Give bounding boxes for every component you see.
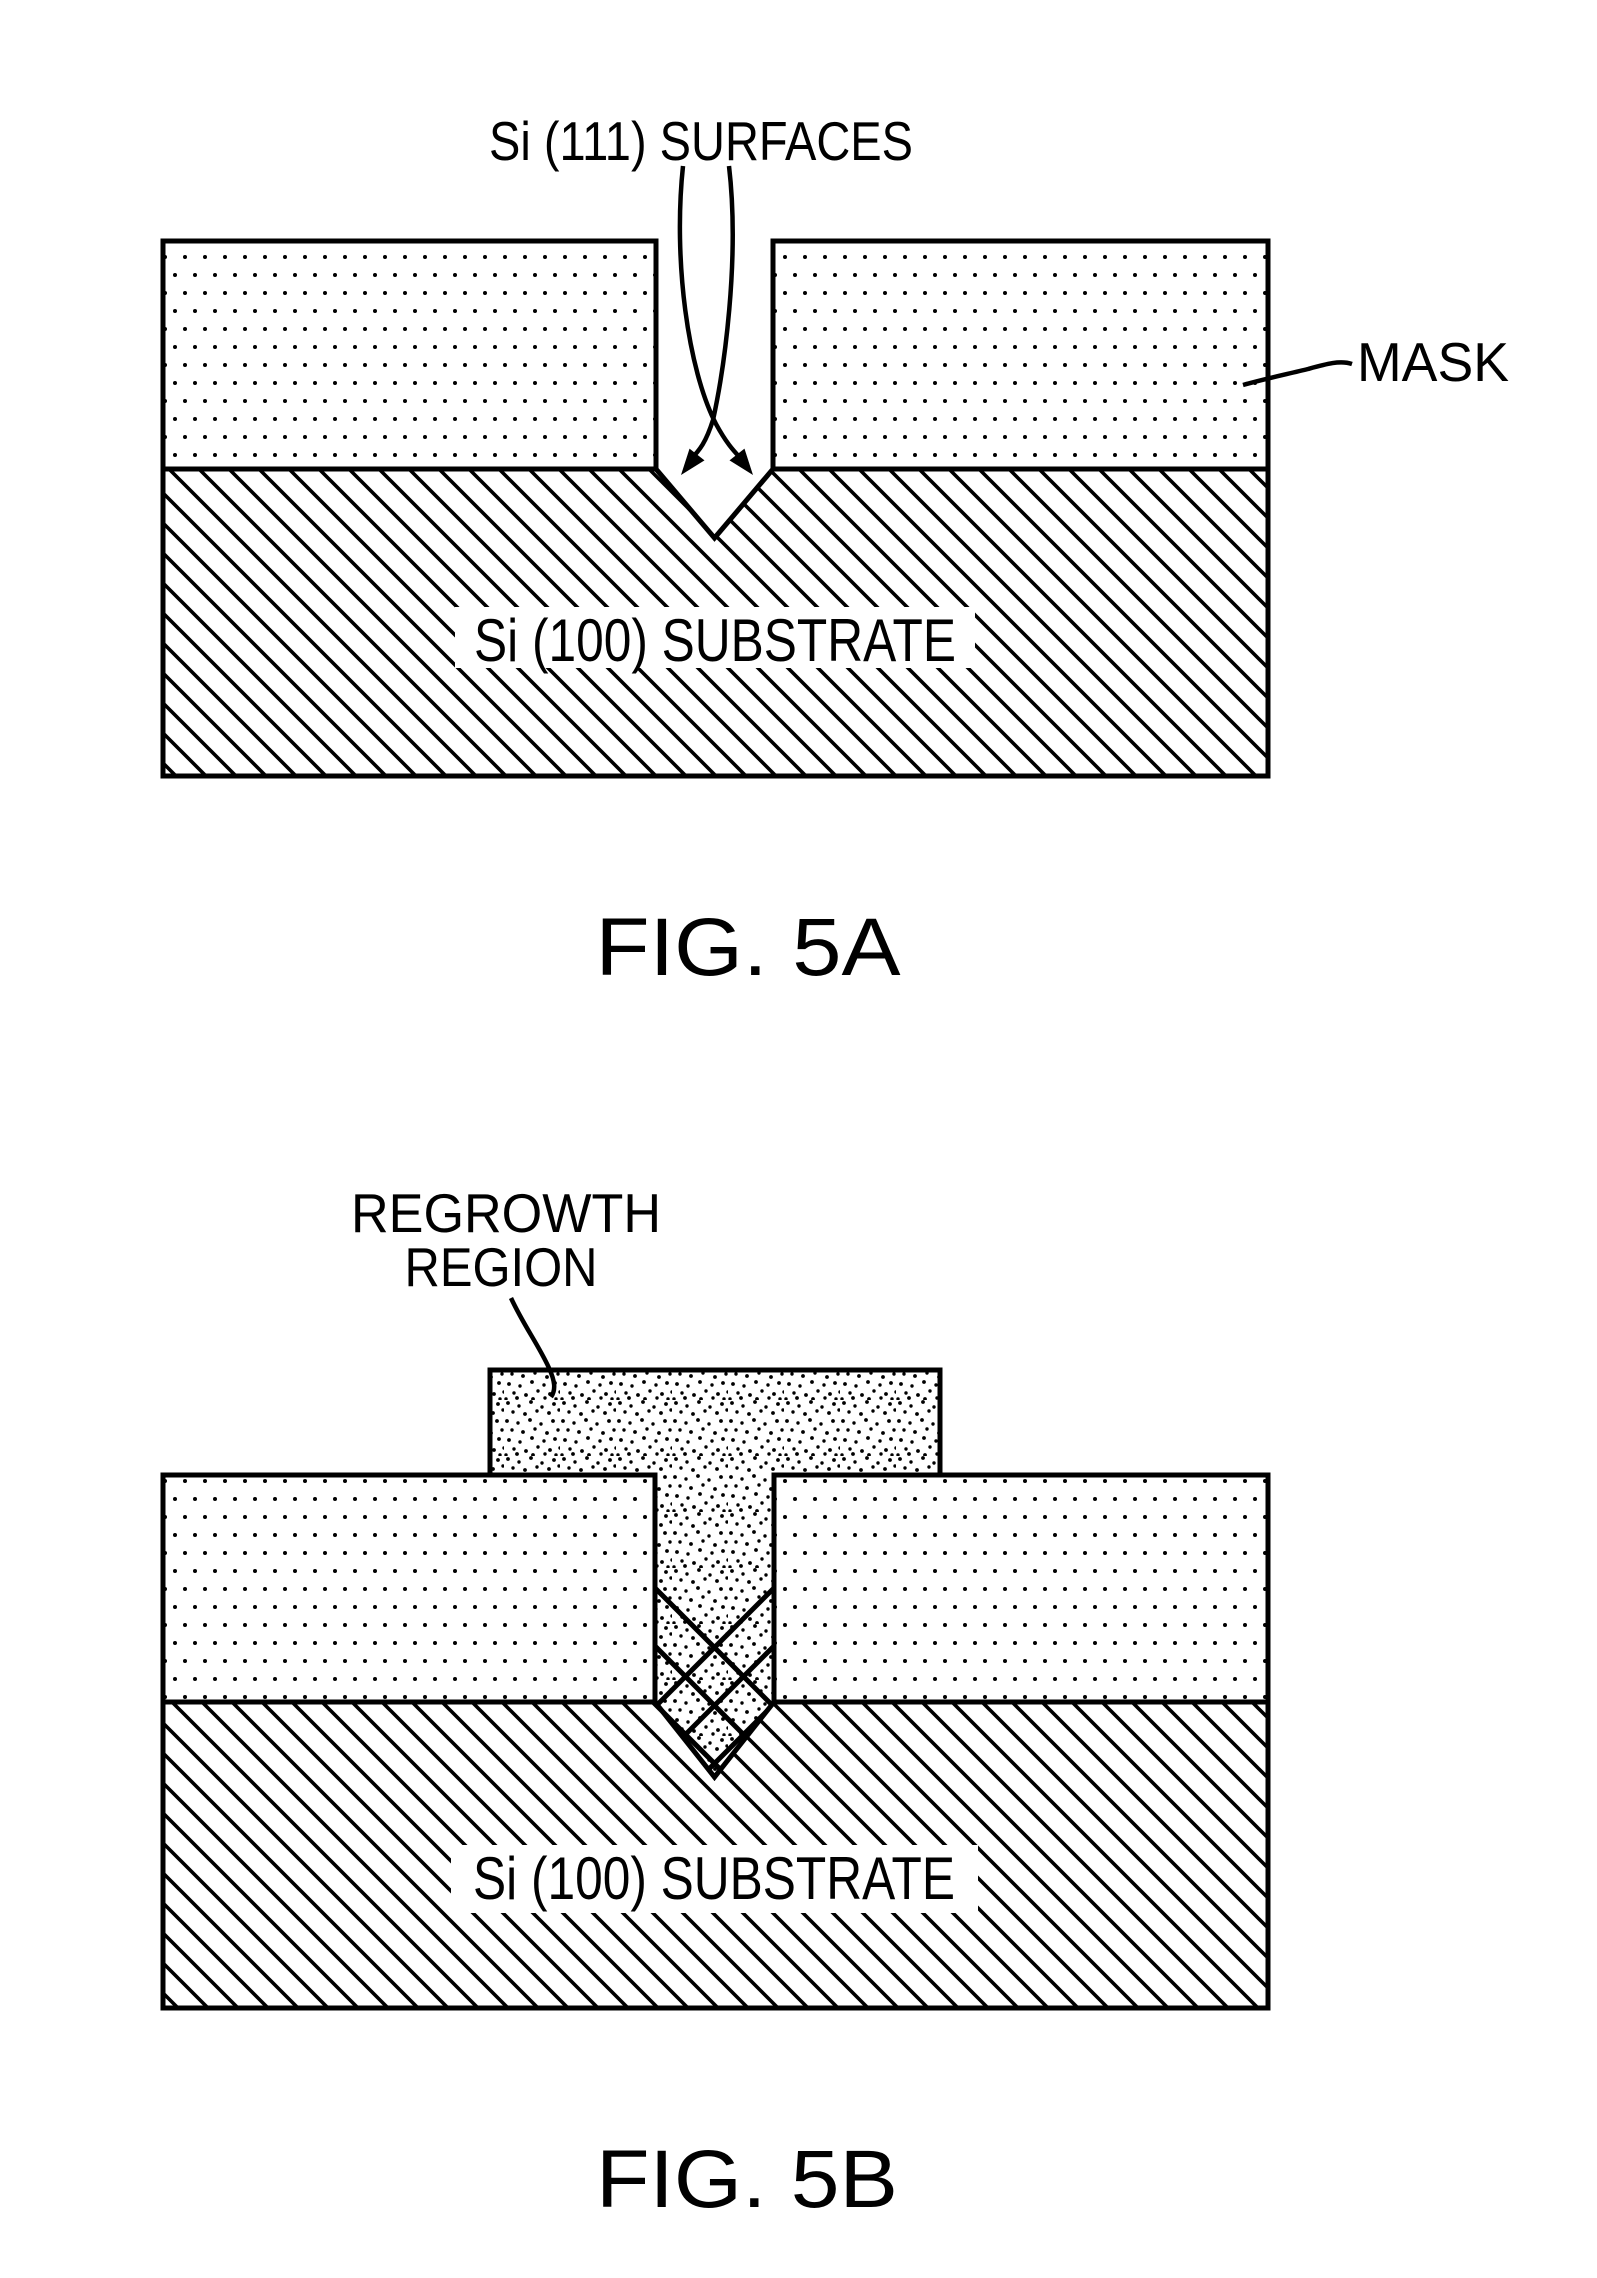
- figure-5a: Si (111) SURFACES MASK Si (100) SUBSTRAT…: [160, 110, 1509, 993]
- mask-label: MASK: [1357, 331, 1509, 393]
- defect-crosshatch: [655, 1586, 774, 1777]
- si-111-surfaces-label: Si (111) SURFACES: [489, 110, 913, 172]
- figure-caption-5a: FIG. 5A: [596, 902, 901, 993]
- substrate-label-band-5a: [455, 607, 975, 668]
- substrate-label-5a: Si (100) SUBSTRATE: [474, 607, 956, 674]
- substrate-label-band-5b: [451, 1845, 978, 1913]
- mask-region-left-5a: [160, 238, 659, 472]
- mask-region-right-5b: [770, 1472, 1271, 1705]
- regrowth-label-line1: REGROWTH: [351, 1182, 661, 1244]
- regrowth-leader-line: [508, 1297, 557, 1399]
- arrowhead-left-facet: [681, 448, 705, 475]
- figure-5b: REGROWTH REGION Si (100) SUBSTRATE FIG. …: [160, 1182, 1271, 2225]
- mask-leader-line: [1242, 360, 1353, 388]
- mask-region-left-5b: [160, 1472, 659, 1705]
- figure-caption-5b: FIG. 5B: [596, 2134, 898, 2225]
- mask-region-right-5a: [770, 238, 1271, 472]
- arrowhead-right-facet: [729, 448, 753, 475]
- substrate-label-5b: Si (100) SUBSTRATE: [473, 1845, 955, 1912]
- regrowth-region: [487, 1367, 943, 1782]
- regrowth-label-line2: REGION: [405, 1236, 598, 1298]
- leader-line-left-facet: [677, 165, 746, 464]
- leader-line-right-facet: [688, 165, 735, 462]
